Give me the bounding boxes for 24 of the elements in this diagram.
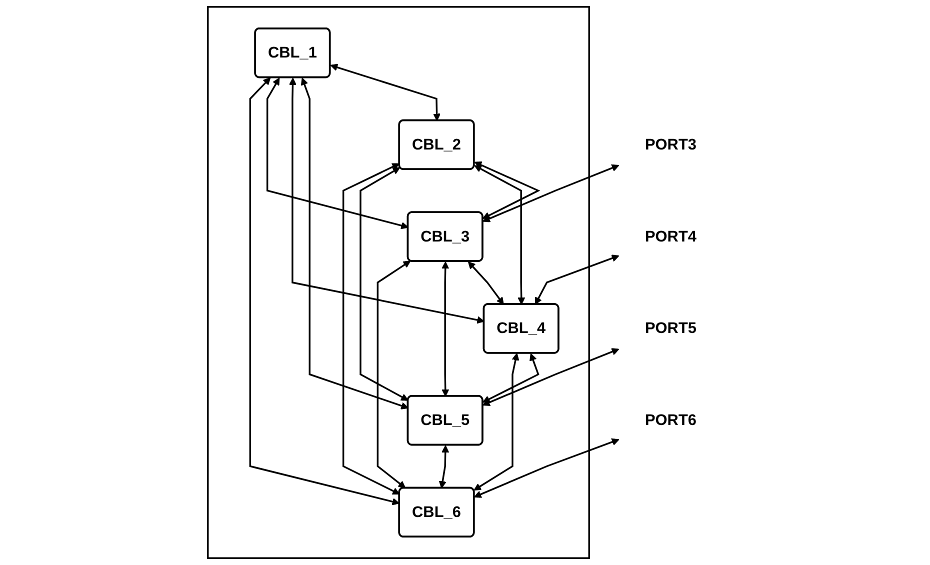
arrow	[438, 445, 450, 488]
arrow	[442, 261, 450, 397]
node-text: PORT6	[644, 411, 696, 428]
arrow	[482, 348, 620, 406]
node-text: PORT5	[644, 319, 696, 337]
arrow	[474, 165, 526, 305]
arrow	[330, 64, 440, 121]
arrow	[474, 352, 520, 491]
cluster	[206, 6, 590, 559]
node-text: PORT4	[644, 228, 696, 245]
arrow	[474, 161, 540, 219]
arrow	[300, 78, 408, 410]
arrow	[468, 261, 504, 305]
node-text: PORT3	[644, 136, 696, 153]
arrow	[360, 167, 408, 401]
arrow	[482, 164, 620, 222]
arrow	[482, 353, 540, 403]
arrow	[342, 163, 400, 495]
arrow	[266, 78, 408, 230]
arrow	[249, 77, 400, 506]
arrow	[376, 260, 411, 488]
arrow	[534, 254, 620, 305]
arrow	[474, 438, 620, 498]
arrow	[288, 78, 484, 324]
